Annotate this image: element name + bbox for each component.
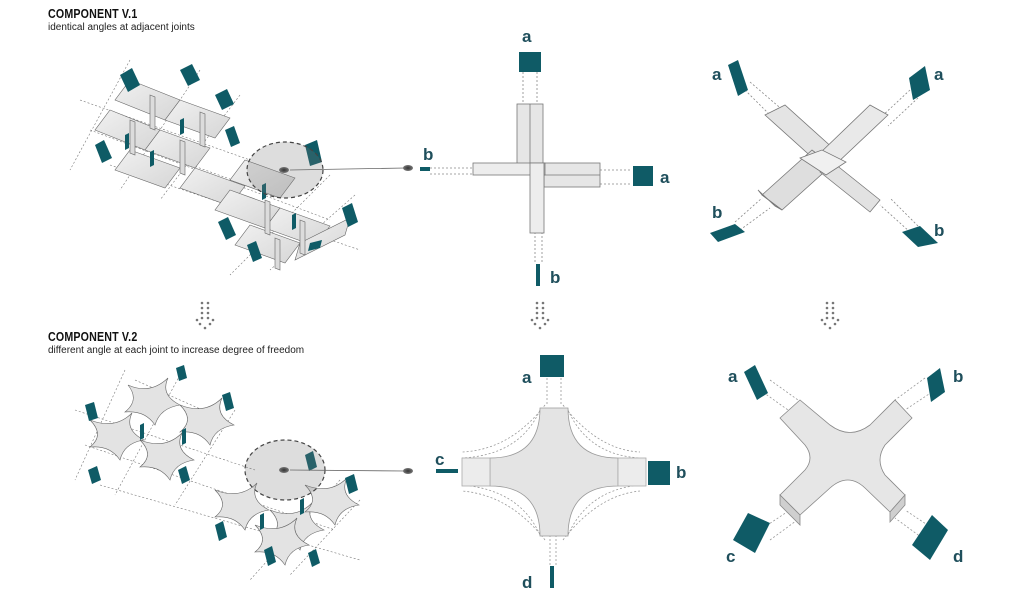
- v1-leader-line: [289, 167, 406, 171]
- arrow-right: [820, 301, 840, 330]
- arrow-left: [195, 301, 215, 330]
- v1-modules: [94, 79, 351, 264]
- v1-persp-plate-b-left: [710, 224, 745, 242]
- label-v2-front-left-c: c: [435, 450, 444, 469]
- v1-front-plate-bottom: [536, 264, 540, 286]
- label-v2-persp-d: d: [953, 547, 963, 566]
- letter-labels: a a b b a a b b a b c d a b c d: [423, 27, 963, 592]
- v2-leader-dot: [403, 468, 413, 474]
- label-v2-persp-b: b: [953, 367, 963, 386]
- v1-joint-front: [420, 52, 653, 286]
- v2-joint-dot: [279, 467, 289, 473]
- v1-front-plate-right: [633, 166, 653, 186]
- v2-teal-plates: [85, 365, 358, 567]
- v2-joint-perspective: [733, 365, 948, 560]
- v1-subtitle: identical angles at adjacent joints: [48, 22, 195, 33]
- label-v1-front-left-b: b: [423, 145, 433, 164]
- label-v1-persp-a-right: a: [934, 65, 944, 84]
- v2-front-plate-bottom: [550, 566, 554, 588]
- v2-title: COMPONENT V.2: [48, 329, 138, 344]
- v2-assembly: [74, 365, 413, 581]
- v1-leader-dot: [403, 165, 413, 171]
- v1-front-plate-top: [519, 52, 541, 72]
- label-v2-front-bottom-d: d: [522, 573, 532, 592]
- label-v2-persp-c: c: [726, 547, 735, 566]
- v1-assembly: [69, 59, 413, 276]
- v1-fins: [129, 94, 306, 271]
- down-arrows: [195, 301, 840, 330]
- v1-title: COMPONENT V.1: [48, 6, 138, 21]
- v2-persp-plate-c: [733, 513, 770, 553]
- v2-subtitle: different angle at each joint to increas…: [48, 345, 305, 356]
- arrow-middle: [530, 301, 550, 330]
- label-v1-front-top-a: a: [522, 27, 532, 46]
- v2-front-plate-right: [648, 461, 670, 485]
- label-v1-front-right-a: a: [660, 168, 670, 187]
- v1-teal-plates: [95, 64, 358, 262]
- label-v2-front-right-b: b: [676, 463, 686, 482]
- v2-front-plate-top: [540, 355, 564, 377]
- v1-persp-plate-b-right: [902, 226, 938, 247]
- label-v2-persp-a: a: [728, 367, 738, 386]
- v2-front-plate-left: [436, 469, 458, 473]
- label-v2-front-top-a: a: [522, 368, 532, 387]
- label-v1-persp-a-left: a: [712, 65, 722, 84]
- v2-modules: [89, 377, 360, 566]
- v1-persp-plate-a-right: [909, 66, 930, 100]
- v1-joint-dot: [279, 167, 289, 173]
- v1-front-plate-left: [420, 167, 430, 171]
- v1-joint-perspective: [710, 60, 938, 247]
- label-v1-persp-b-right: b: [934, 221, 944, 240]
- v1-persp-plate-a-left: [728, 60, 748, 96]
- v2-persp-plate-b: [927, 368, 945, 402]
- v2-persp-plate-a: [744, 365, 768, 400]
- v2-persp-plate-d: [912, 515, 948, 560]
- v2-leader-line: [289, 469, 406, 472]
- label-v1-front-bottom-b: b: [550, 268, 560, 287]
- label-v1-persp-b-left: b: [712, 203, 722, 222]
- v2-joint-front: [436, 355, 670, 588]
